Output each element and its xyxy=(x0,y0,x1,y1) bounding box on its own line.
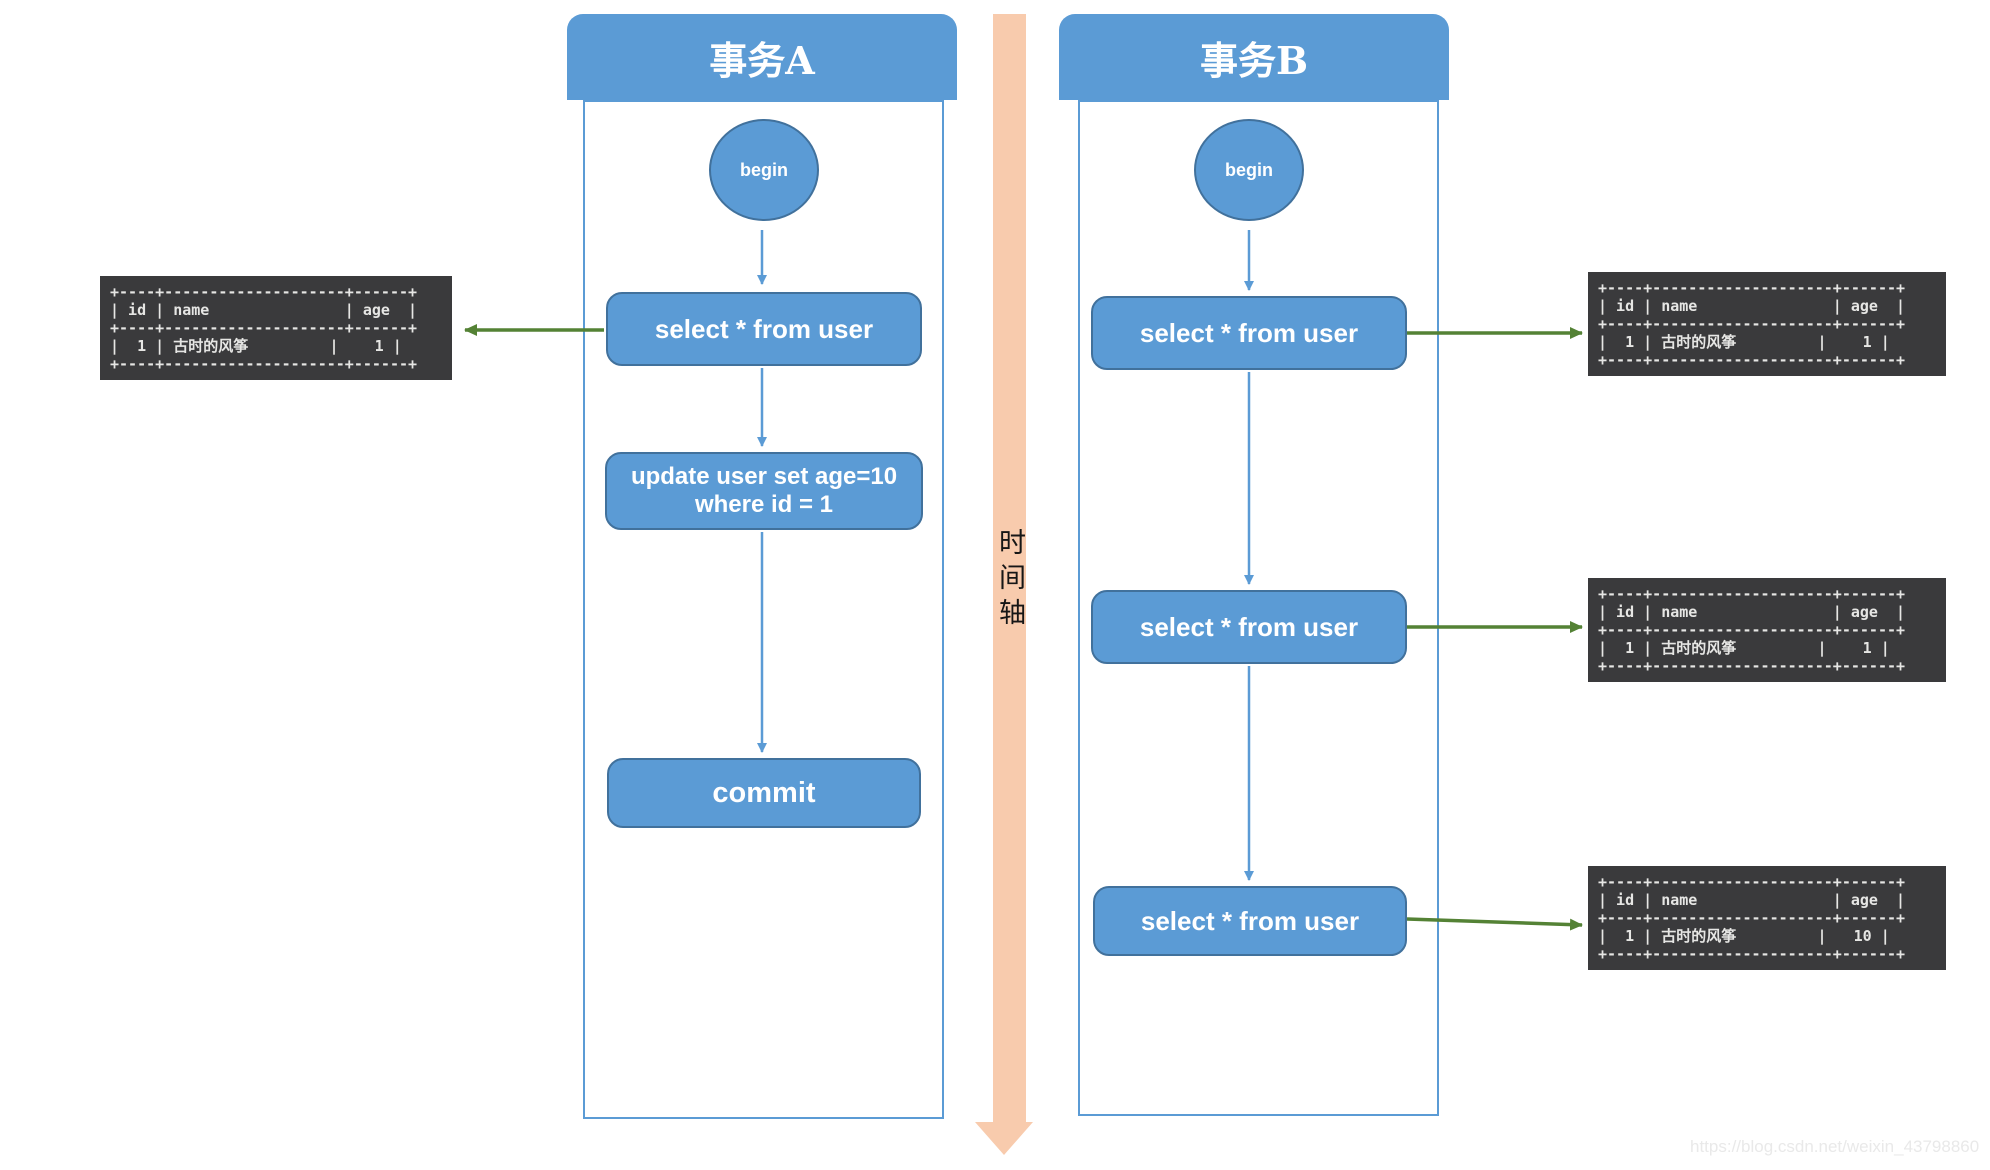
timeline-arrowhead-icon xyxy=(975,1122,1033,1155)
table-line: | 1 | 古时的风筝 | 1 | xyxy=(1598,333,1890,351)
select1-node-b: select * from user xyxy=(1091,296,1407,370)
watermark-url: https://blog.csdn.net/weixin_43798860 xyxy=(1690,1137,1980,1156)
update-node-a: update user set age=10 where id = 1 xyxy=(605,452,923,530)
commit-node-a-label: commit xyxy=(712,776,816,809)
transaction-a-lane xyxy=(583,100,944,1119)
table-line: +----+--------------------+------+ xyxy=(1598,657,1906,675)
table-line: | id | name | age | xyxy=(1598,297,1906,315)
select-node-a-label: select * from user xyxy=(654,313,874,344)
table-line: | 1 | 古时的风筝 | 1 | xyxy=(1598,639,1890,657)
table-line: +----+--------------------+------+ xyxy=(110,319,418,337)
transaction-b-header: 事务B xyxy=(1059,14,1449,100)
begin-node-b: begin xyxy=(1194,119,1304,221)
transaction-b-title: 事务B xyxy=(1199,37,1309,83)
table-line: +----+--------------------+------+ xyxy=(1598,909,1906,927)
select-node-a: select * from user xyxy=(606,292,922,366)
table-line: +----+--------------------+------+ xyxy=(1598,315,1906,333)
table-line: | 1 | 古时的风筝 | 1 | xyxy=(110,337,402,355)
table-line: +----+--------------------+------+ xyxy=(110,355,418,373)
table-line: +----+--------------------+------+ xyxy=(1598,279,1906,297)
begin-node-a: begin xyxy=(709,119,819,221)
table-line: +----+--------------------+------+ xyxy=(1598,873,1906,891)
table-line: +----+--------------------+------+ xyxy=(1598,945,1906,963)
begin-node-a-label: begin xyxy=(740,159,788,180)
select3-node-b: select * from user xyxy=(1093,886,1407,956)
update-node-a-line1: update user set age=10 xyxy=(630,462,898,490)
table-line: | id | name | age | xyxy=(1598,603,1906,621)
select2-node-b-label: select * from user xyxy=(1139,611,1359,642)
table-line: +----+--------------------+------+ xyxy=(1598,621,1906,639)
update-node-a-line2: where id = 1 xyxy=(694,491,834,518)
table-line: | id | name | age | xyxy=(110,301,418,319)
result-table-b-select2: +----+--------------------+------+ | id … xyxy=(1588,578,1946,682)
select2-node-b: select * from user xyxy=(1091,590,1407,664)
result-table-b-select3: +----+--------------------+------+ | id … xyxy=(1588,866,1946,970)
timeline-bar xyxy=(993,14,1026,1122)
timeline-label: 时间轴 xyxy=(994,527,1025,633)
transaction-a-title: 事务A xyxy=(709,37,815,83)
table-line: | 1 | 古时的风筝 | 10 | xyxy=(1598,927,1890,945)
commit-node-a: commit xyxy=(607,758,921,828)
transaction-b-lane xyxy=(1078,100,1439,1116)
select1-node-b-label: select * from user xyxy=(1139,317,1359,348)
table-line: | id | name | age | xyxy=(1598,891,1906,909)
table-line: +----+--------------------+------+ xyxy=(1598,351,1906,369)
table-line: +----+--------------------+------+ xyxy=(1598,585,1906,603)
begin-node-b-label: begin xyxy=(1225,159,1273,180)
result-table-b-select1: +----+--------------------+------+ | id … xyxy=(1588,272,1946,376)
result-table-a-select: +----+--------------------+------+ | id … xyxy=(100,276,452,380)
select3-node-b-label: select * from user xyxy=(1140,905,1360,936)
transaction-a-header: 事务A xyxy=(567,14,957,100)
table-line: +----+--------------------+------+ xyxy=(110,283,418,301)
